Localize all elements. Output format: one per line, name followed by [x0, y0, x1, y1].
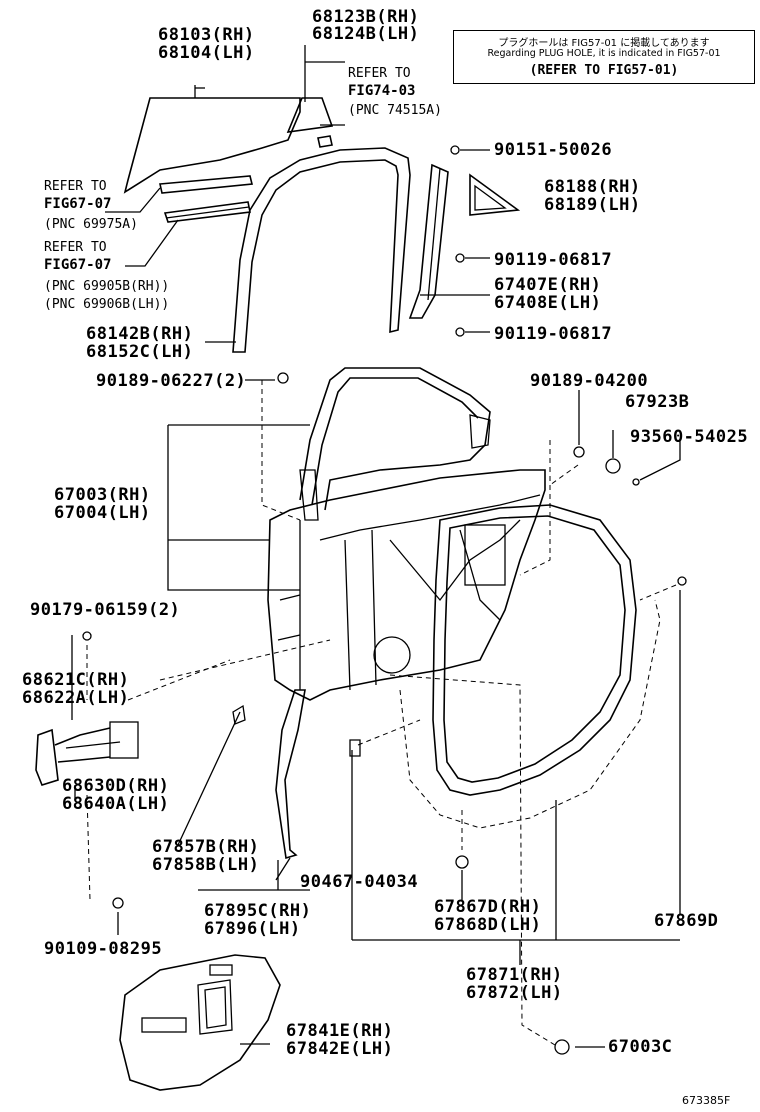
part-number-label[interactable]: 67842E(LH)	[286, 1039, 394, 1059]
glass-run-channel-part	[232, 147, 411, 353]
note-japanese-text: プラグホールは FIG57-01 に掲載してあります	[498, 38, 710, 49]
part-number-label[interactable]: 67923B	[625, 392, 690, 412]
note-english-text: Regarding PLUG HOLE, it is indicated in …	[487, 48, 721, 59]
part-number-label[interactable]: 68103(RH)	[158, 25, 255, 45]
part-number-label[interactable]: 68630D(RH)	[62, 776, 170, 796]
part-number-label[interactable]: 90109-08295	[44, 939, 163, 959]
refer-fig-link[interactable]: FIG67-07	[44, 196, 112, 212]
garnish-part	[275, 689, 306, 860]
door-panel-part	[267, 367, 546, 701]
part-number-label[interactable]: 67858B(LH)	[152, 855, 260, 875]
refer-to-label: REFER TO	[44, 179, 107, 194]
part-number-label[interactable]: 67871(RH)	[466, 965, 563, 985]
part-number-label[interactable]: 68142B(RH)	[86, 324, 194, 344]
refer-pnc-label: (PNC 69905B(RH))	[44, 279, 170, 294]
part-number-label[interactable]: 90179-06159(2)	[30, 600, 181, 620]
part-number-label[interactable]: 68152C(LH)	[86, 342, 194, 362]
refer-to-label: REFER TO	[44, 240, 107, 255]
leader-lines	[71, 45, 681, 1048]
refer-pnc-label: (PNC 74515A)	[348, 103, 442, 118]
part-number-label[interactable]: 67407E(RH)	[494, 275, 602, 295]
part-number-label[interactable]: 68123B(RH)	[312, 7, 420, 27]
door-glass-part	[123, 87, 301, 194]
part-number-label[interactable]: 90119-06817	[494, 250, 613, 270]
part-number-label[interactable]: 67896(LH)	[204, 919, 301, 939]
trim-board-part	[119, 954, 281, 1091]
bolt-parts	[82, 145, 687, 1055]
part-number-label[interactable]: 67004(LH)	[54, 503, 151, 523]
figure-id: 673385F	[682, 1094, 731, 1107]
quarter-glass-part	[286, 97, 334, 148]
part-number-label[interactable]: 90151-50026	[494, 140, 613, 160]
part-number-label[interactable]: 67868D(LH)	[434, 915, 542, 935]
part-number-label[interactable]: 90119-06817	[494, 324, 613, 344]
part-number-label[interactable]: 68640A(LH)	[62, 794, 170, 814]
belt-moulding-parts	[159, 175, 254, 223]
part-number-label[interactable]: 68189(LH)	[544, 195, 641, 215]
part-number-label[interactable]: 67857B(RH)	[152, 837, 260, 857]
part-number-label[interactable]: 68621C(RH)	[22, 670, 130, 690]
corner-piece-part	[469, 173, 521, 216]
assembly-dashed-lines	[86, 380, 677, 1046]
part-number-label[interactable]: 67408E(LH)	[494, 293, 602, 313]
part-number-label[interactable]: 93560-54025	[630, 427, 749, 447]
part-number-label[interactable]: 67872(LH)	[466, 983, 563, 1003]
part-number-label[interactable]: 90467-04034	[300, 872, 419, 892]
refer-fig-link[interactable]: FIG74-03	[348, 83, 416, 99]
division-bar-part	[408, 163, 449, 319]
part-number-label[interactable]: 68188(RH)	[544, 177, 641, 197]
part-number-label[interactable]: 67841E(RH)	[286, 1021, 394, 1041]
part-number-label[interactable]: 67895C(RH)	[204, 901, 312, 921]
part-number-label[interactable]: 90189-04200	[530, 371, 649, 391]
note-refer-text: (REFER TO FIG57-01)	[529, 63, 679, 78]
part-number-label[interactable]: 67003(RH)	[54, 485, 151, 505]
part-number-label[interactable]: 68622A(LH)	[22, 688, 130, 708]
part-number-label[interactable]: 67003C	[608, 1037, 673, 1057]
part-number-label[interactable]: 90189-06227(2)	[96, 371, 247, 391]
door-check-part	[35, 721, 139, 786]
refer-pnc-label: (PNC 69975A)	[44, 217, 138, 232]
part-number-label[interactable]: 67869D	[654, 911, 719, 931]
part-number-label[interactable]: 67867D(RH)	[434, 897, 542, 917]
weatherstrip-part	[432, 504, 637, 796]
refer-pnc-label: (PNC 69906B(LH))	[44, 297, 170, 312]
plug-hole-note: プラグホールは FIG57-01 に掲載してあります Regarding PLU…	[453, 30, 755, 84]
refer-fig-link[interactable]: FIG67-07	[44, 257, 112, 273]
part-number-label[interactable]: 68104(LH)	[158, 43, 255, 63]
part-number-label[interactable]: 68124B(LH)	[312, 24, 420, 44]
refer-to-label: REFER TO	[348, 66, 411, 81]
